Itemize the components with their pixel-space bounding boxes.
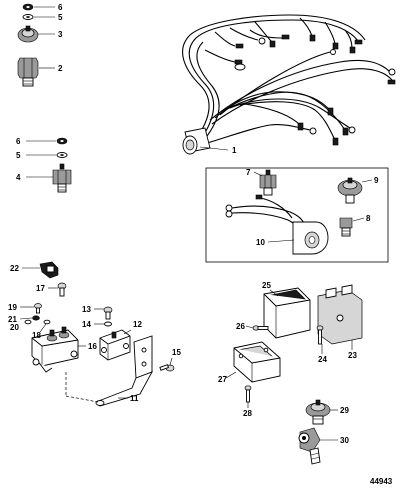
sender-part-9 — [337, 177, 363, 204]
callout-6-mid: 6 — [16, 137, 21, 146]
callout-17: 17 — [36, 284, 45, 293]
circuit-breaker-part-12 — [99, 329, 131, 361]
callout-27: 27 — [218, 375, 227, 384]
solenoid-part-16 — [31, 326, 79, 373]
callout-5-top: 5 — [58, 13, 63, 22]
washer-part-5-mid — [56, 152, 68, 158]
callout-14: 14 — [82, 320, 91, 329]
callout-7: 7 — [246, 168, 251, 177]
callout-1: 1 — [232, 146, 237, 155]
callout-18: 18 — [32, 331, 41, 340]
kit-outline-box — [205, 167, 389, 263]
nut-part-6-top — [22, 3, 34, 11]
screw-part-28 — [244, 385, 252, 403]
screw-part-19 — [34, 303, 42, 314]
callout-10: 10 — [256, 238, 265, 247]
wiring-harness-part-1 — [182, 14, 396, 155]
sender-part-2 — [17, 57, 39, 87]
callout-12: 12 — [133, 320, 142, 329]
callout-21: 21 — [8, 315, 17, 324]
screw-part-17 — [57, 282, 67, 297]
callout-13: 13 — [82, 305, 91, 314]
sender-part-3 — [17, 25, 39, 43]
fitting-part-30 — [298, 427, 321, 465]
washer-part-5-top — [22, 14, 34, 20]
buzzer-harness-part-10 — [225, 194, 329, 255]
switch-part-4 — [52, 163, 72, 193]
callout-24: 24 — [318, 355, 327, 364]
switch-part-7 — [259, 169, 277, 196]
screw-part-24 — [316, 325, 324, 345]
bracket-part-23 — [317, 284, 363, 345]
screw-part-26 — [252, 325, 269, 331]
callout-8: 8 — [366, 214, 371, 223]
nut-part-6-mid — [56, 137, 68, 145]
callout-23: 23 — [348, 351, 357, 360]
nut-part-21 — [32, 315, 40, 321]
callout-25: 25 — [262, 281, 271, 290]
callout-20: 20 — [10, 323, 19, 332]
clip-part-22 — [39, 261, 59, 279]
callout-11: 11 — [130, 394, 139, 403]
callout-9: 9 — [374, 176, 379, 185]
callout-22: 22 — [10, 264, 19, 273]
ignition-module-part-27 — [233, 341, 281, 383]
washer-part-18 — [43, 319, 51, 325]
washer-part-14 — [104, 321, 112, 327]
screw-part-13 — [103, 306, 113, 320]
callout-16: 16 — [88, 342, 97, 351]
callout-28: 28 — [243, 409, 252, 418]
sender-part-29 — [305, 399, 331, 425]
callout-4: 4 — [16, 173, 21, 182]
callout-19: 19 — [8, 303, 17, 312]
screw-part-15 — [159, 364, 175, 372]
callout-3: 3 — [58, 30, 63, 39]
callout-29: 29 — [340, 406, 349, 415]
bracket-part-11 — [95, 335, 153, 407]
diagram-number: 44943 — [370, 477, 393, 486]
adapter-part-8 — [339, 217, 353, 237]
callout-26: 26 — [236, 322, 245, 331]
callout-30: 30 — [340, 436, 349, 445]
callout-15: 15 — [172, 348, 181, 357]
callout-2: 2 — [58, 64, 63, 73]
callout-6-top: 6 — [58, 3, 63, 12]
callout-5-mid: 5 — [16, 151, 21, 160]
module-part-25 — [263, 287, 311, 339]
washer-part-20 — [24, 319, 32, 325]
